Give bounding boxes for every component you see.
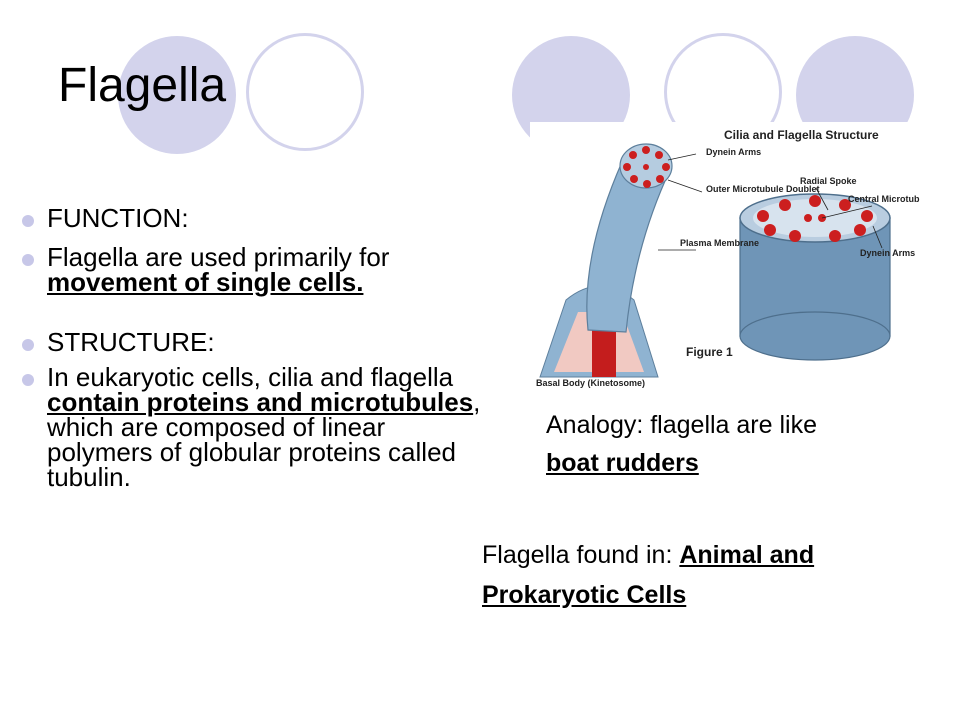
bullet-item: STRUCTURE:	[22, 327, 482, 357]
label-figure-number: Figure 1	[686, 345, 733, 359]
analogy-prefix: Analogy: flagella are like	[546, 411, 817, 439]
label-dynein-arms-left: Dynein Arms	[706, 147, 761, 157]
found-in-prefix: Flagella found in:	[482, 541, 680, 569]
label-plasma-membrane: Plasma Membrane	[680, 238, 759, 248]
slide-title: Flagella	[58, 59, 227, 112]
label-dynein-arms-right: Dynein Arms	[860, 248, 915, 258]
figure-leader-lines	[658, 153, 883, 251]
analogy-emphasis: boat rudders	[546, 449, 699, 477]
bullet-text-after: , which are composed of linear polymers …	[47, 387, 481, 492]
bullet-text: Flagella are used primarily for	[47, 242, 390, 272]
bullet-text: STRUCTURE:	[47, 327, 215, 357]
flagella-diagram: Cilia and Flagella Structure	[536, 128, 960, 388]
bullet-list: FUNCTION: Flagella are used primarily fo…	[22, 203, 482, 492]
figure-title: Cilia and Flagella Structure	[724, 128, 879, 142]
label-radial-spoke: Radial Spoke	[800, 176, 857, 186]
flagellum-doublets	[623, 146, 670, 188]
bullet-text: In eukaryotic cells, cilia and flagella	[47, 362, 454, 392]
bullet-item: FUNCTION:	[22, 203, 482, 233]
flagella-structure-figure: Cilia and Flagella Structure	[530, 122, 960, 394]
analogy-text: Analogy: flagella are like boat rudders	[546, 406, 866, 482]
bullet-icon	[22, 374, 34, 386]
bullet-icon	[22, 339, 34, 351]
found-in-emphasis: Animal and Prokaryotic Cells	[482, 541, 815, 609]
bullet-icon	[22, 215, 34, 227]
axoneme-cylinder-base	[739, 311, 891, 361]
bullet-emphasis: contain proteins and microtubules	[47, 387, 474, 417]
label-basal-body: Basal Body (Kinetosome)	[536, 378, 645, 388]
bullet-icon	[22, 254, 34, 266]
label-outer-doublet: Outer Microtubule Doublet	[706, 184, 820, 194]
bullet-text: FUNCTION:	[47, 203, 189, 233]
flagellum-tube	[586, 161, 671, 333]
decor-circle-1	[118, 36, 236, 154]
bullet-item: In eukaryotic cells, cilia and flagella …	[22, 362, 482, 492]
bullet-emphasis: movement of single cells.	[47, 267, 364, 297]
label-central-microtubule: Central Microtubule (Axoneme)	[848, 194, 920, 204]
bullet-item: Flagella are used primarily for movement…	[22, 242, 482, 297]
decor-ring-1	[246, 33, 364, 151]
basal-body-microtubules	[592, 327, 616, 377]
found-in-text: Flagella found in: Animal and Prokaryoti…	[482, 535, 942, 615]
